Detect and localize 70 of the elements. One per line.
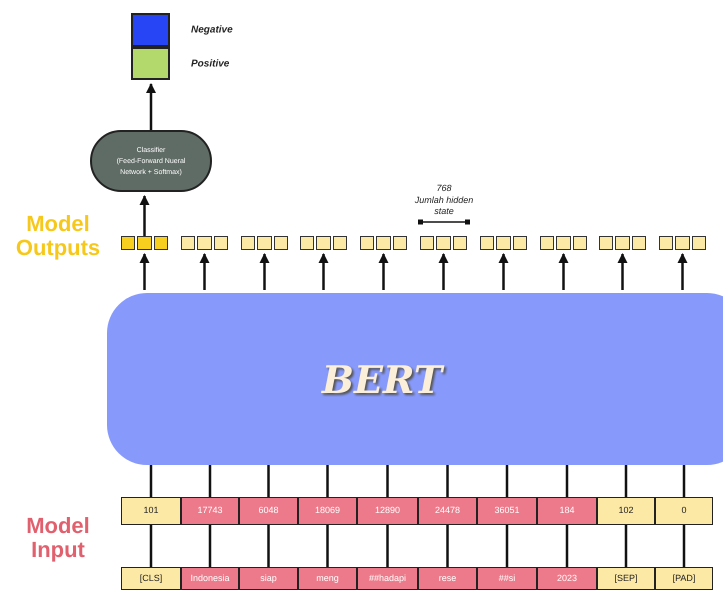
arrow — [140, 253, 150, 290]
token-cell: ##si — [477, 567, 537, 590]
token-id-cell: 6048 — [239, 497, 298, 525]
connector-line — [624, 465, 628, 497]
token-cell: [CLS] — [121, 567, 181, 590]
token-id-cell: 12890 — [357, 497, 418, 525]
connector-line — [267, 525, 270, 567]
arrow — [498, 253, 508, 290]
section-label: Model Outputs — [14, 212, 102, 260]
model-name: BERT — [322, 356, 442, 404]
connector-line — [326, 525, 329, 567]
hidden-state-vector — [599, 236, 646, 250]
hidden-state-vector — [659, 236, 706, 250]
hidden-state-vector — [181, 236, 228, 250]
hidden-state-vector — [360, 236, 407, 250]
class-label: Positive — [191, 57, 230, 71]
arrow — [260, 253, 270, 290]
connector-line — [326, 465, 329, 497]
connector-line — [386, 465, 389, 497]
connector-line — [150, 465, 152, 497]
connector-line — [386, 525, 389, 567]
token-cell: rese — [418, 567, 477, 590]
hidden-state-vector — [420, 236, 467, 250]
connector-line — [208, 465, 212, 497]
token-cell: [PAD] — [655, 567, 713, 590]
token-id-cell: 184 — [537, 497, 597, 525]
token-id-cell: 0 — [655, 497, 713, 525]
hidden-state-vector — [121, 236, 168, 250]
arrow — [678, 253, 688, 290]
dimension-label: Jumlah hidden state — [414, 195, 474, 217]
token-cell: [SEP] — [597, 567, 655, 590]
connector-line — [267, 465, 270, 497]
connector-line — [446, 525, 449, 567]
connector-line — [150, 525, 152, 567]
token-cell: 2023 — [537, 567, 597, 590]
token-cell: meng — [298, 567, 357, 590]
arrow — [318, 253, 328, 290]
connector-line — [682, 525, 686, 567]
dimension-value: 768 — [435, 182, 453, 195]
connector-line — [566, 465, 568, 497]
token-id-cell: 24478 — [418, 497, 477, 525]
token-id-cell: 17743 — [181, 497, 239, 525]
arrow — [378, 253, 388, 290]
section-label: Model Input — [25, 514, 91, 562]
arrow — [618, 253, 628, 290]
connector-line — [566, 525, 568, 567]
token-cell: ##hadapi — [357, 567, 418, 590]
arrow — [438, 253, 448, 290]
hidden-state-vector — [540, 236, 587, 250]
arrow — [200, 253, 210, 290]
token-id-cell: 18069 — [298, 497, 357, 525]
hidden-state-vector — [480, 236, 527, 250]
arrow — [146, 83, 156, 130]
hidden-state-vector — [241, 236, 288, 250]
class-label: Negative — [191, 24, 233, 38]
connector-line — [506, 525, 508, 567]
arrow — [558, 253, 568, 290]
connector-line — [208, 525, 212, 567]
token-cell: siap — [239, 567, 298, 590]
bert-block — [107, 293, 723, 465]
connector-line — [624, 525, 628, 567]
connector-line — [682, 465, 686, 497]
arrow — [140, 195, 150, 236]
token-cell: Indonesia — [181, 567, 239, 590]
token-id-cell: 36051 — [477, 497, 537, 525]
token-id-cell: 102 — [597, 497, 655, 525]
connector-line — [506, 465, 508, 497]
token-id-cell: 101 — [121, 497, 181, 525]
connector-line — [446, 465, 449, 497]
hidden-state-vector — [300, 236, 347, 250]
